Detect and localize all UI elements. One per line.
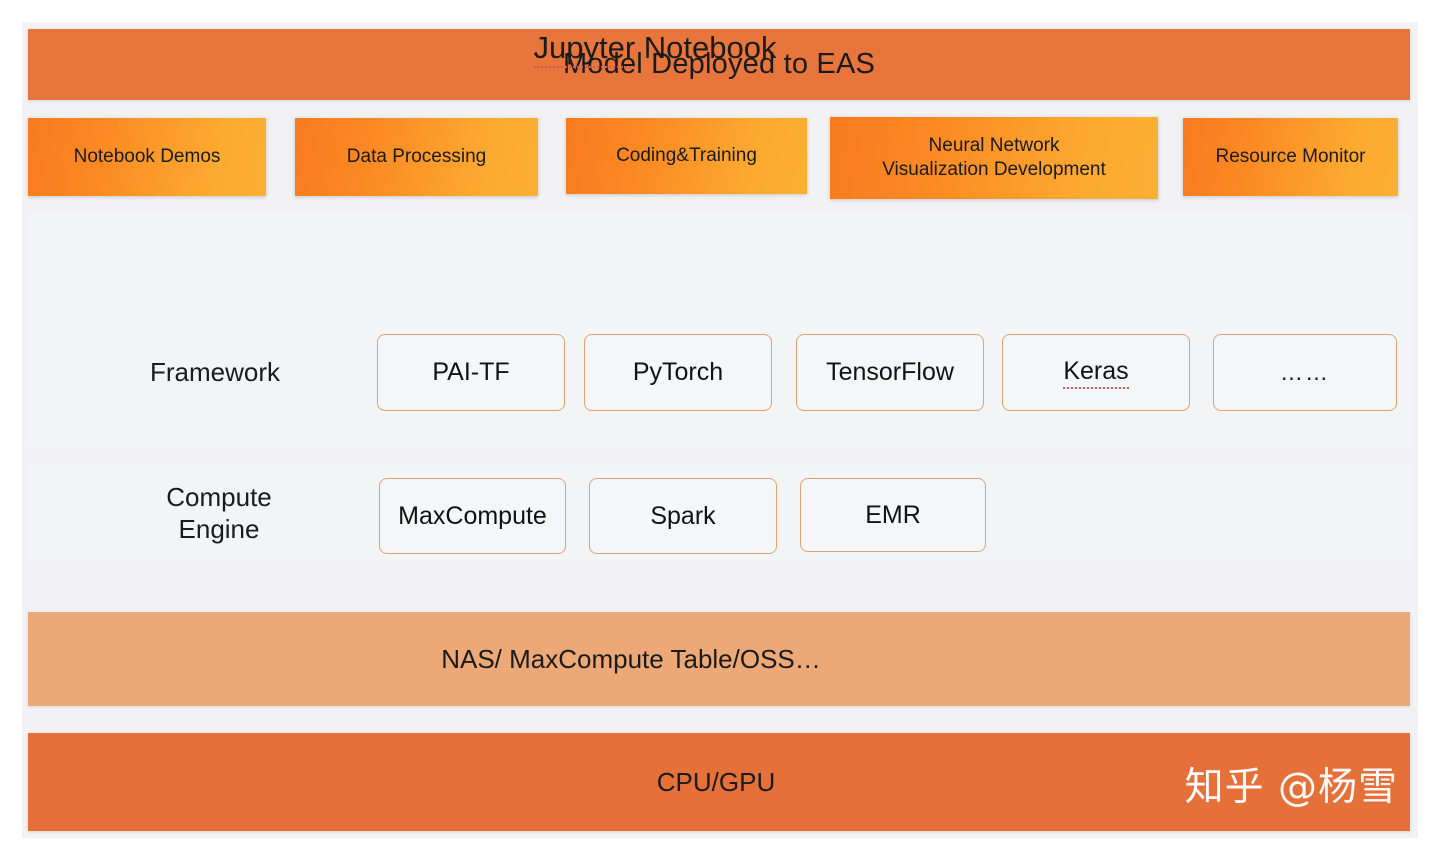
hardware-layer-label: CPU/GPU <box>656 766 776 797</box>
jupyter-notebook-heading-spellchecked-word: Jupyter <box>533 30 636 68</box>
storage-layer-band: NAS/ MaxCompute Table/OSS… <box>28 612 1410 706</box>
compute-engine-row-label: Compute Engine <box>104 482 334 545</box>
page-margin-top <box>0 0 1440 22</box>
model-deployment-banner-label: Model Deployed to EAS <box>562 48 876 80</box>
compute-box-label-spark: Spark <box>650 501 716 530</box>
compute-box-label-emr: EMR <box>865 500 921 529</box>
framework-box-label-pai-tf: PAI-TF <box>432 358 510 386</box>
page-margin-left <box>0 0 22 842</box>
capability-label-data-processing: Data Processing <box>346 146 487 168</box>
capability-label-resource-monitor: Resource Monitor <box>1215 146 1366 168</box>
capability-button-notebook-demos[interactable]: Notebook Demos <box>28 118 266 196</box>
zhihu-watermark-text: 知乎 @杨雪 <box>1184 765 1398 810</box>
compute-engine-row-label-line-2: Engine <box>178 513 260 544</box>
framework-box-label-more: …… <box>1280 359 1330 385</box>
capability-button-coding-training[interactable]: Coding&Training <box>566 118 807 194</box>
page-margin-bottom <box>0 838 1440 842</box>
framework-box-pai-tf[interactable]: PAI-TF <box>377 334 565 411</box>
framework-box-label-pytorch: PyTorch <box>632 358 724 386</box>
framework-row-label: Framework <box>100 357 330 389</box>
zhihu-watermark: 知乎 @杨雪 <box>1185 756 1398 812</box>
capability-label-line-2: Visualization Development <box>882 159 1106 180</box>
hardware-layer-band: CPU/GPU <box>28 733 1410 831</box>
capability-button-neural-network-visualization[interactable]: Neural Network Visualization Development <box>830 117 1158 199</box>
model-deployment-banner: Model Deployed to EAS <box>28 29 1410 100</box>
capability-label-coding-training: Coding&Training <box>616 145 757 167</box>
framework-box-label-tensorflow: TensorFlow <box>826 358 954 386</box>
framework-box-tensorflow[interactable]: TensorFlow <box>796 334 984 411</box>
compute-box-maxcompute[interactable]: MaxCompute <box>379 478 566 554</box>
framework-box-pytorch[interactable]: PyTorch <box>584 334 772 411</box>
jupyter-notebook-heading: Jupyter Notebook <box>0 30 1310 68</box>
capability-button-data-processing[interactable]: Data Processing <box>295 118 538 196</box>
capability-button-resource-monitor[interactable]: Resource Monitor <box>1183 118 1398 196</box>
capability-button-row: Notebook Demos Data Processing Coding&Tr… <box>28 106 1410 206</box>
page-margin-right <box>1418 0 1440 842</box>
framework-row-label-text: Framework <box>149 357 280 387</box>
capability-label-line-1: Neural Network <box>928 135 1060 157</box>
capability-label-notebook-demos: Notebook Demos <box>73 146 221 168</box>
compute-box-emr[interactable]: EMR <box>800 478 986 552</box>
compute-engine-row-label-line-1: Compute <box>166 482 272 512</box>
framework-box-label-keras: Keras <box>1063 357 1129 389</box>
storage-layer-label: NAS/ MaxCompute Table/OSS… <box>441 643 821 674</box>
framework-box-more[interactable]: …… <box>1213 334 1397 411</box>
compute-box-label-maxcompute: MaxCompute <box>398 501 547 530</box>
framework-box-keras[interactable]: Keras <box>1002 334 1190 411</box>
compute-box-spark[interactable]: Spark <box>589 478 777 554</box>
jupyter-notebook-heading-rest: Notebook <box>635 30 777 65</box>
capability-label-neural-network-visualization: Neural Network Visualization Development <box>882 134 1106 182</box>
